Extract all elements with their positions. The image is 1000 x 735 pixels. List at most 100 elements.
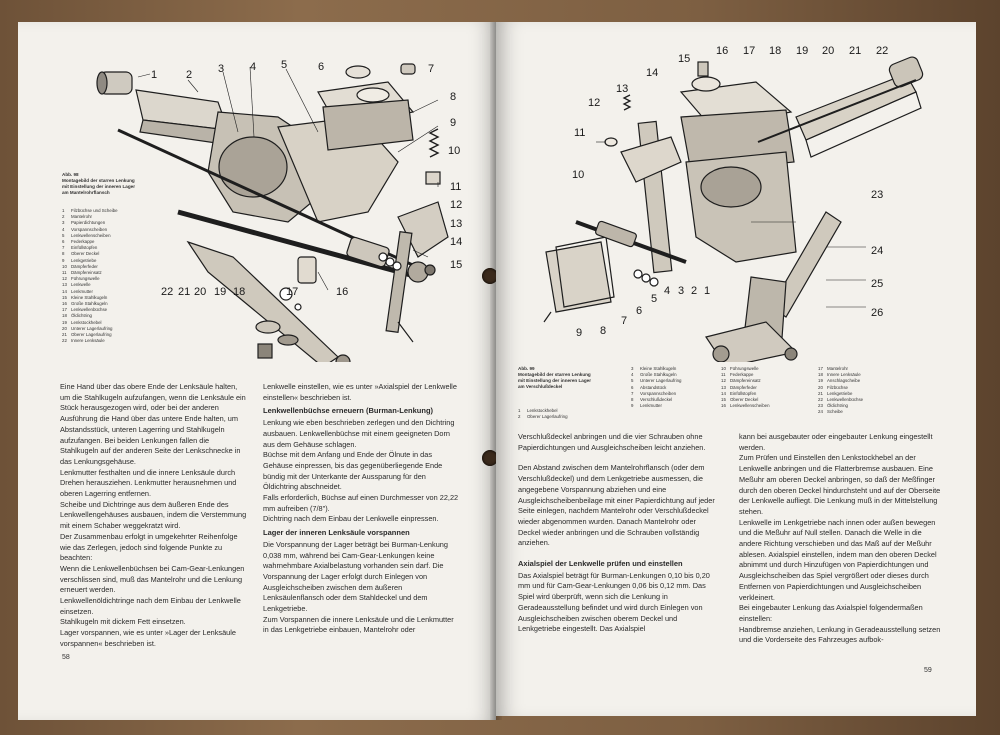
part-label: Einfüllstopfen xyxy=(71,245,98,251)
part-label: Oberer Deckel xyxy=(730,397,759,403)
right-text-column-1: Verschlußdeckel anbringen und die vier S… xyxy=(518,432,718,635)
part-label: Anschlagscheibe xyxy=(827,378,861,384)
page-number-left: 58 xyxy=(62,654,70,661)
part-list-item: 21 Oberer Lagerlaufring xyxy=(62,332,118,338)
callout-25: 25 xyxy=(871,278,883,290)
part-number: 12 xyxy=(62,276,67,282)
callout-8: 8 xyxy=(600,325,606,337)
part-label: Kleine Stahlkugeln xyxy=(71,294,108,300)
part-label: Führungswelle xyxy=(730,366,759,371)
caption-title: Abb. 99 xyxy=(518,366,535,371)
callout-12: 12 xyxy=(450,199,462,211)
paragraph: Die Vorspannung der Lager beträgt bei Bu… xyxy=(263,539,448,614)
callout-3: 3 xyxy=(678,285,684,297)
part-label: Scheibe xyxy=(827,409,843,415)
paragraph: Bei eingebauter Lenkung das Axialspiel f… xyxy=(739,603,923,623)
part-label: Oberer Lagerlaufring xyxy=(71,332,112,338)
part-number: 22 xyxy=(62,338,67,344)
part-number: 19 xyxy=(62,319,67,325)
part-number: 23 xyxy=(818,403,823,409)
caption-line: am Verschlußdeckel xyxy=(518,383,563,389)
callout-17: 17 xyxy=(743,45,755,57)
part-label: Lenkwellenbüchse xyxy=(827,397,864,403)
part-number: 16 xyxy=(62,301,67,307)
section-heading: Axialspiel der Lenkwelle prüfen und eins… xyxy=(518,559,683,569)
part-list-item: 3 Papierdichtungen xyxy=(62,220,118,226)
callout-15: 15 xyxy=(678,53,690,65)
callout-6: 6 xyxy=(318,61,324,73)
part-number: 21 xyxy=(818,390,823,396)
paragraph: Lenkung wie eben beschrieben zerlegen un… xyxy=(263,418,455,449)
part-label: Große Stahlkugeln xyxy=(640,372,677,378)
part-number: 9 xyxy=(631,403,634,409)
paragraph: Lenkwellenöldichtringe nach dem Einbau d… xyxy=(60,596,241,616)
part-number: 15 xyxy=(721,397,726,403)
part-number: 6 xyxy=(631,384,634,390)
part-number: 2 xyxy=(518,414,521,420)
part-label: Lenkmutter xyxy=(71,288,93,294)
callout-1: 1 xyxy=(151,69,157,81)
part-number: 18 xyxy=(62,313,67,319)
paragraph: Der Zusammenbau erfolgt in umgekehrter R… xyxy=(60,531,238,563)
callout-9: 9 xyxy=(576,327,582,339)
part-label: Lenkstockhebel xyxy=(527,408,558,413)
paragraph: Falls erforderlich, Büchse auf einen Dur… xyxy=(263,493,459,513)
callout-10: 10 xyxy=(448,145,460,157)
part-number: 9 xyxy=(62,257,65,263)
binder-hole xyxy=(482,268,498,284)
left-callout-numbers: 1 2 3 4 5 6 7 8 9 10 11 12 13 14 15 16 1… xyxy=(151,59,462,298)
section-heading: Lager der inneren Lenksäule vorspannen xyxy=(263,528,410,538)
part-label: Kleine Stahlkugeln xyxy=(640,366,677,371)
part-label: Lenkwelle xyxy=(71,282,91,288)
callout-1: 1 xyxy=(704,285,710,297)
callout-20: 20 xyxy=(194,286,206,298)
paragraph: Eine Hand über das obere Ende der Lenksä… xyxy=(60,382,246,466)
part-number: 8 xyxy=(62,251,65,257)
part-label: Mantelrohr xyxy=(827,366,848,371)
left-figure-caption: Abb. 98 Montagebild der starren Lenkung … xyxy=(62,172,172,196)
paragraph: Zum Prüfen und Einstellen den Lenkstockh… xyxy=(739,453,941,516)
part-list-item: 15 Oberer Deckel xyxy=(721,397,770,403)
part-list-item: 14 Lenkmutter xyxy=(62,289,118,295)
caption-line: Montagebild der starren Lenkung xyxy=(62,177,135,183)
callout-14: 14 xyxy=(450,236,462,248)
part-number: 14 xyxy=(62,288,67,294)
paragraph: kann bei ausgebauter oder eingebauter Le… xyxy=(739,432,933,452)
part-label: Lenkstockhebel xyxy=(71,319,102,325)
part-number: 21 xyxy=(62,332,67,338)
part-label: Papierdichtungen xyxy=(71,220,106,226)
part-number: 17 xyxy=(62,307,67,313)
part-number: 3 xyxy=(62,220,65,226)
part-number: 24 xyxy=(818,409,823,415)
paragraph: Wenn die Lenkwellenbüchsen bei Cam-Gear-… xyxy=(60,563,245,595)
part-number: 13 xyxy=(721,384,726,390)
callout-13: 13 xyxy=(450,218,462,230)
callout-4: 4 xyxy=(250,61,256,73)
part-number: 20 xyxy=(62,325,67,331)
part-label: Lenkwellenscheiben xyxy=(730,403,770,409)
part-label: Lenkgetriebe xyxy=(827,390,853,396)
part-label: Oberer Lagerlaufring xyxy=(527,414,568,420)
part-label: Unterer Lagerlaufring xyxy=(640,378,682,384)
left-page: 1 2 3 4 5 6 7 8 9 10 11 12 13 14 15 16 1… xyxy=(18,22,496,720)
paragraph: Lenkmutter festhalten und die innere Len… xyxy=(60,467,237,499)
part-number: 5 xyxy=(62,232,65,238)
